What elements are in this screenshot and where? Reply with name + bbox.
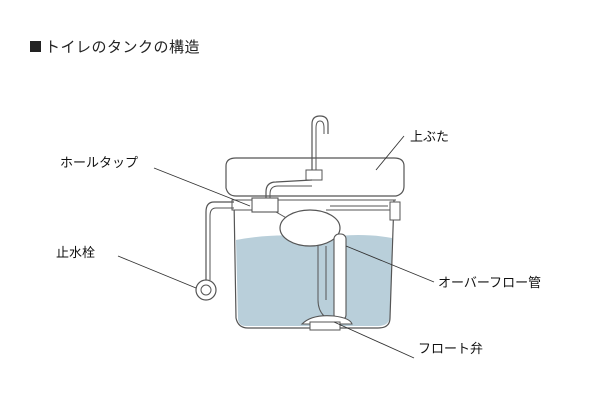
leader-stop-valve [117,255,197,289]
faucet-base [305,169,323,181]
label-lid: 上ぶた [410,130,450,145]
label-ball-tap: ホールタップ [60,156,139,171]
float-ball [279,209,341,247]
flush-handle [389,201,401,221]
ball-tap-body [251,197,279,213]
title-bullet-square [30,41,41,52]
supply-pipe [205,201,234,280]
label-overflow-pipe: オーバーフロー管 [438,276,542,291]
faucet-spout [311,115,329,176]
label-stop-valve: 止水栓 [56,246,96,261]
float-chain [317,246,325,317]
diagram-title-text: トイレのタンクの構造 [45,38,201,56]
leader-ball-tap [153,167,251,207]
tank-water [236,235,392,326]
diagram-title: トイレのタンクの構造 [30,36,200,57]
refill-pipe [265,179,313,200]
overflow-pipe [333,233,347,321]
leader-overflow-pipe [345,245,435,283]
leader-float-valve [333,321,415,359]
label-float-valve: フロート弁 [418,342,484,357]
leader-lid [375,135,405,171]
